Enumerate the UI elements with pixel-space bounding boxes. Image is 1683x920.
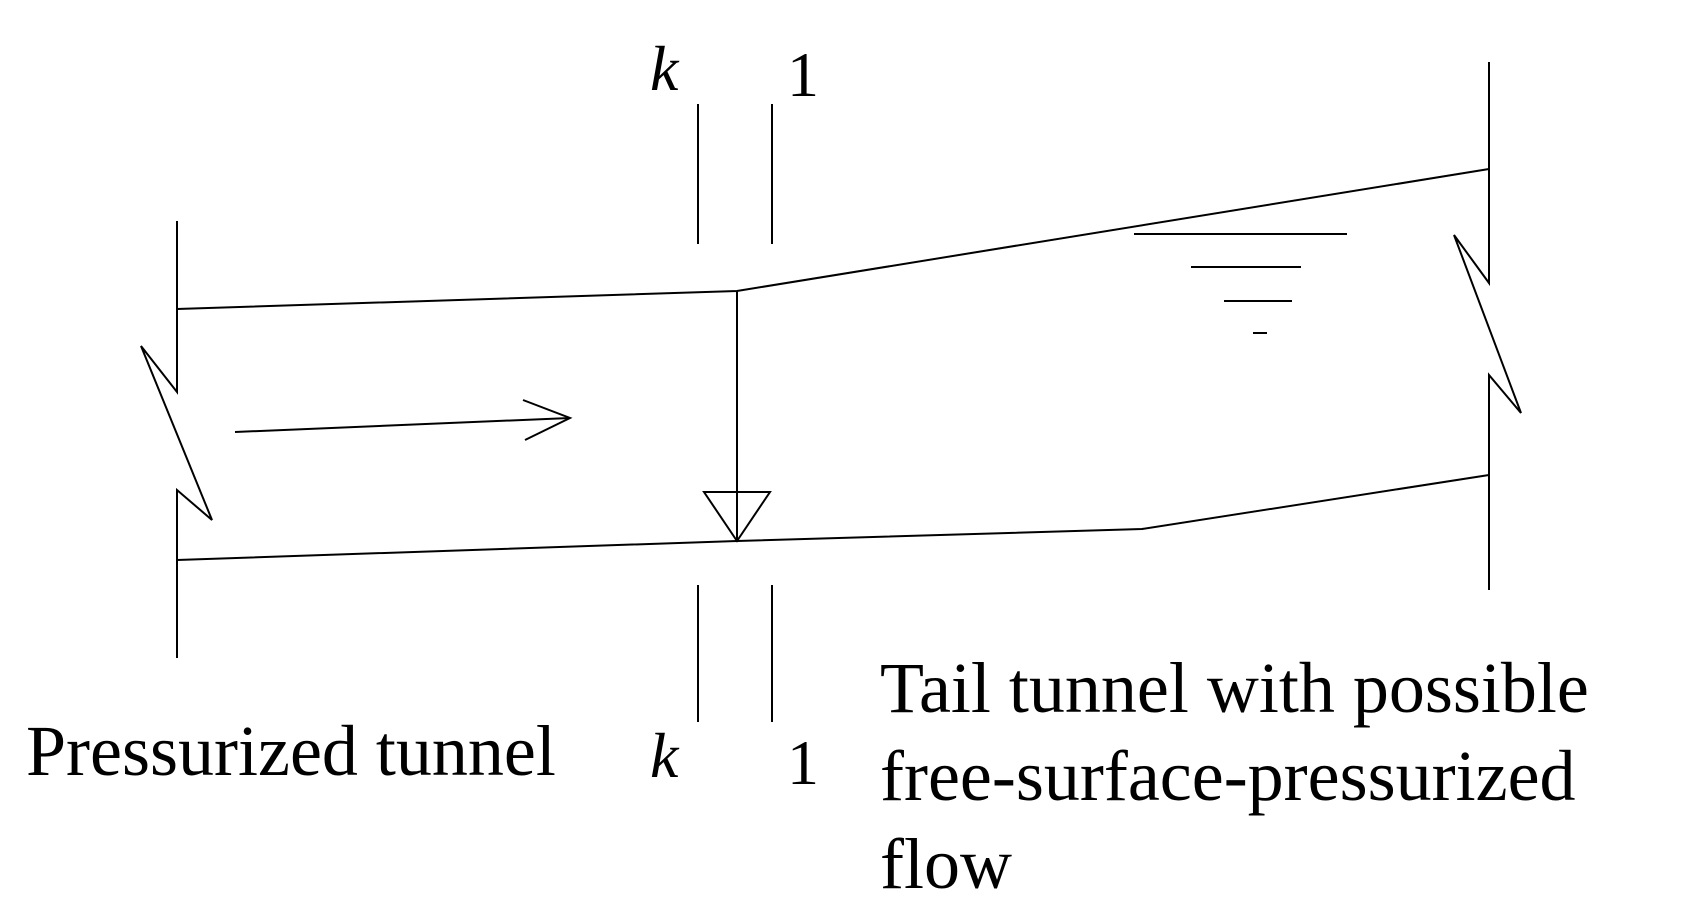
tunnel-invert-line	[176, 474, 1490, 561]
tail-tunnel-caption-line-2: free-surface-pressurized	[880, 736, 1576, 816]
pressurized-tunnel-caption: Pressurized tunnel	[26, 711, 556, 791]
flow-arrow-shaft	[234, 417, 571, 433]
section-k-bottom-label: k	[650, 720, 680, 791]
left-boundary-break	[140, 221, 213, 658]
tunnel-crown-line	[176, 168, 1490, 310]
water-surface-icon	[1134, 233, 1347, 334]
section-1-top-label: 1	[787, 39, 819, 110]
section-1-bottom-label: 1	[787, 727, 819, 798]
flow-arrow-head-icon	[522, 399, 573, 441]
datum-triangle-icon	[702, 491, 772, 543]
tail-tunnel-caption-line-3: flow	[880, 824, 1012, 904]
section-k-top-label: k	[650, 33, 680, 104]
tail-tunnel-caption-line-1: Tail tunnel with possible	[880, 648, 1589, 728]
right-boundary-break	[1453, 62, 1522, 590]
